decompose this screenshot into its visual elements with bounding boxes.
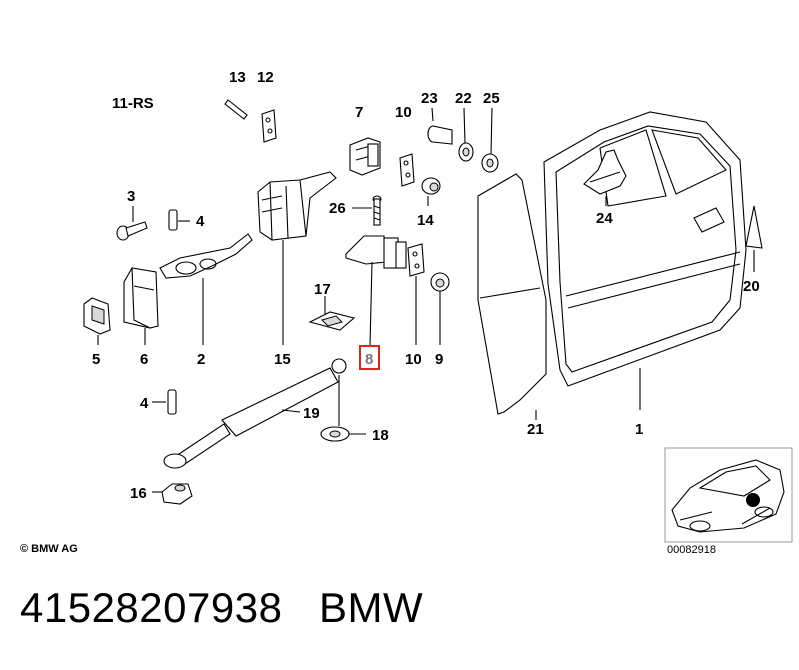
part-18-washer xyxy=(320,375,366,442)
part-17-clip xyxy=(308,296,356,331)
callout-4-upper: 4 xyxy=(196,213,205,230)
callout-19: 19 xyxy=(303,405,320,422)
callout-18: 18 xyxy=(372,427,389,444)
callout-14: 14 xyxy=(417,212,434,229)
part-6-bracket xyxy=(123,267,159,345)
callout-15: 15 xyxy=(274,351,291,368)
callout-25: 25 xyxy=(483,90,500,107)
part-caption: 41528207938 BMW xyxy=(20,584,423,632)
part-20-seal xyxy=(745,205,763,272)
brand-name: BMW xyxy=(318,584,424,631)
part-9-nut xyxy=(430,272,450,345)
part-19-gas-strut xyxy=(163,358,347,469)
callout-4-lower: 4 xyxy=(140,395,149,412)
locator-inset xyxy=(664,447,793,543)
callout-16: 16 xyxy=(130,485,147,502)
part-number: 41528207938 xyxy=(20,584,283,631)
group-label: 11-RS xyxy=(112,95,154,112)
callout-10-top: 10 xyxy=(395,104,412,121)
callout-22: 22 xyxy=(455,90,472,107)
part-2-check-strap xyxy=(159,233,253,345)
callout-13: 13 xyxy=(229,69,246,86)
callout-10-lower: 10 xyxy=(405,351,422,368)
callout-21: 21 xyxy=(527,421,544,438)
callout-17: 17 xyxy=(314,281,331,298)
callout-3: 3 xyxy=(127,188,135,205)
part-24-reinforcement xyxy=(583,149,627,206)
part-13-pin xyxy=(224,99,248,120)
part-7-hinge xyxy=(349,137,381,176)
locator-dot xyxy=(746,493,760,507)
part-25-washer xyxy=(481,107,499,173)
part-10-plate-lower xyxy=(407,243,425,345)
callout-7: 7 xyxy=(355,104,363,121)
part-15-door-check xyxy=(257,171,337,345)
part-1-rear-door xyxy=(543,111,747,410)
callout-9: 9 xyxy=(435,351,443,368)
part-8-hinge xyxy=(345,235,407,347)
part-5-stop xyxy=(83,297,111,345)
callout-1: 1 xyxy=(635,421,643,438)
part-12-plate xyxy=(261,109,277,143)
callout-5: 5 xyxy=(92,351,100,368)
callout-23: 23 xyxy=(421,90,438,107)
part-3-screw xyxy=(116,206,148,241)
copyright-text: © BMW AG xyxy=(20,543,78,555)
highlight-box xyxy=(359,345,380,370)
callout-8: 8 xyxy=(365,351,373,368)
part-26-screw xyxy=(352,195,382,226)
callout-12: 12 xyxy=(257,69,274,86)
part-23-bolt xyxy=(427,107,453,145)
part-4-pin-lower xyxy=(152,389,177,415)
part-10-plate-top xyxy=(399,153,415,187)
part-22-washer xyxy=(458,107,474,162)
callout-6: 6 xyxy=(140,351,148,368)
callout-24: 24 xyxy=(596,210,613,227)
image-code: 00082918 xyxy=(667,544,716,556)
part-21-trim-strip xyxy=(477,173,547,420)
part-14-nut xyxy=(421,177,441,206)
part-16-bracket xyxy=(152,483,193,505)
callout-26: 26 xyxy=(329,200,346,217)
part-4-bolt-upper xyxy=(168,209,190,231)
callout-20: 20 xyxy=(743,278,760,295)
callout-2: 2 xyxy=(197,351,205,368)
